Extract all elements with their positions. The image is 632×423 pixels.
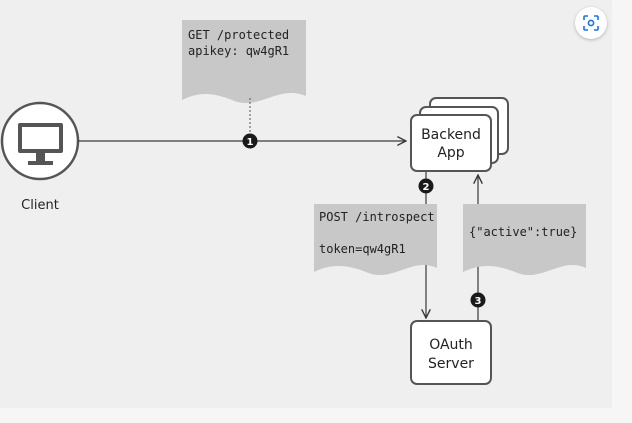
visual-search-button[interactable] [575,7,607,39]
request-line-2: apikey: qw4gR1 [188,44,289,58]
request-line-1: GET /protected [188,28,289,42]
bottom-strip [0,408,632,423]
oauth-label-2: Server [428,356,474,372]
backend-box [410,114,492,172]
request-note: GET /protected apikey: qw4gR1 [182,20,306,104]
oauth-box [410,320,492,385]
backend-label-1: Backend [421,127,481,143]
side-strip [612,0,632,408]
response-note: {"active":true} [463,204,586,276]
step-3-number: 3 [475,296,482,307]
auth-flow-diagram: Client GET /protected apikey: qw4gR1 Bac… [0,20,586,385]
introspect-line-2: token=qw4gR1 [319,242,406,256]
step-marker-2: 2 [418,178,434,194]
oauth-server-node: OAuth Server [410,320,492,385]
introspect-note: POST /introspect token=qw4gR1 [314,204,437,276]
backend-label-2: App [437,145,464,161]
step-2-number: 2 [423,182,430,193]
oauth-label-1: OAuth [429,337,473,353]
backend-app-node: Backend App [410,97,509,172]
client-node: Client [0,101,80,213]
computer-monitor-icon [18,123,63,165]
response-line-1: {"active":true} [469,225,577,239]
introspect-line-1: POST /introspect [319,210,435,224]
step-marker-3: 3 [470,292,486,308]
step-marker-1: 1 [242,133,258,149]
client-label: Client [21,198,59,213]
step-1-number: 1 [247,137,254,148]
visual-search-icon [583,15,599,31]
